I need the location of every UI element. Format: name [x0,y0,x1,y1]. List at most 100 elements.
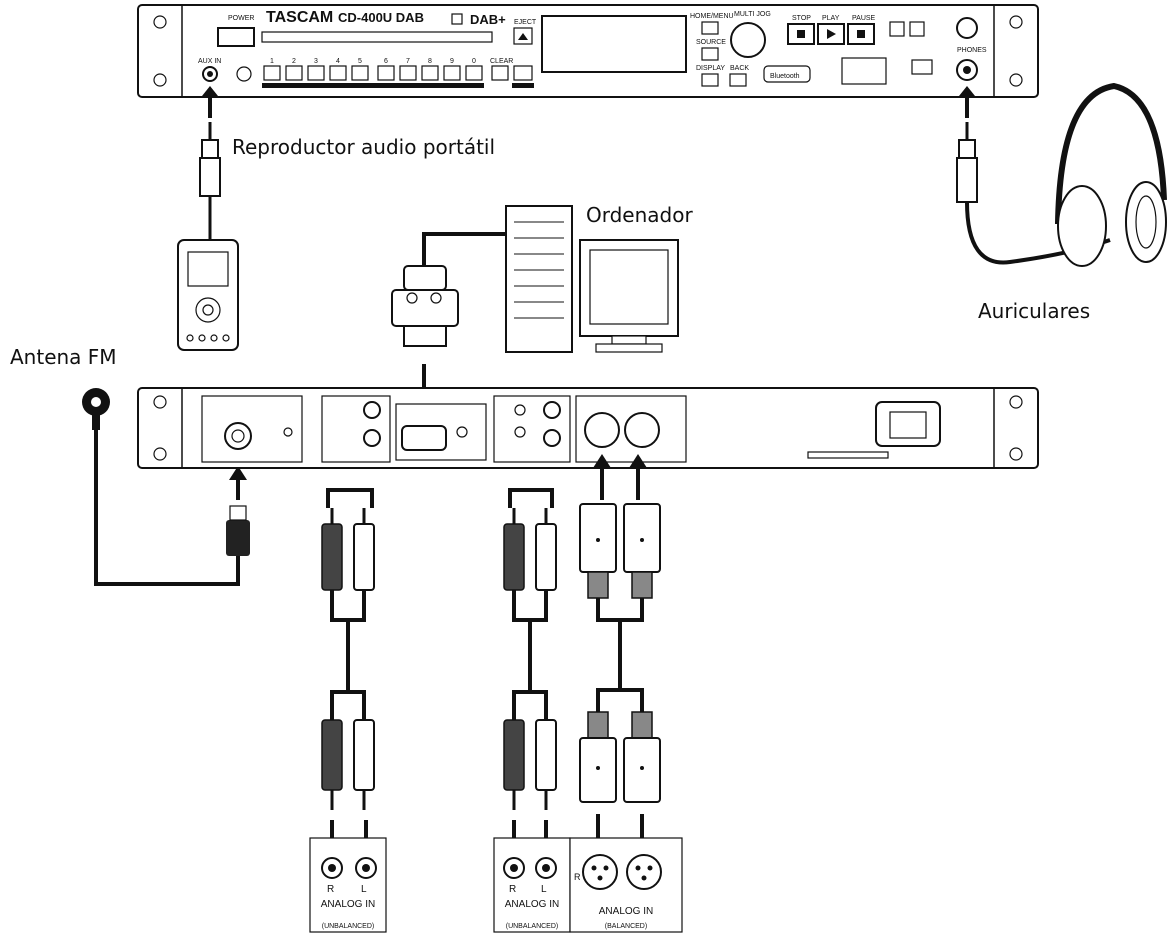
key-2[interactable] [285,65,303,81]
aux-in-label: AUX IN [198,58,221,65]
line-out-r-jack[interactable] [363,429,381,447]
computer-label: Ordenador [586,203,693,227]
panel3-xlr-l[interactable] [626,854,662,890]
line-in-r-jack[interactable] [543,429,561,447]
xlr-r-jack[interactable] [584,412,620,448]
numeric-keypad: 1 2 3 4 5 6 7 8 9 0 [262,58,484,88]
xlr-cables [579,503,661,803]
key-8[interactable] [421,65,439,81]
key-7-label: 7 [406,58,410,65]
clear-label: CLEAR [490,58,513,65]
skip-back-button[interactable] [889,21,905,37]
skip-forward-button[interactable] [909,21,925,37]
rear-panel [137,387,1039,469]
stop-label: STOP [792,15,811,22]
key-9[interactable] [443,65,461,81]
display-window [541,15,687,73]
panel3-title: ANALOG IN [599,906,653,917]
fm-antenna [82,388,250,586]
rca-cable-2 [503,488,557,810]
eject-label: EJECT [514,19,537,26]
display-button[interactable] [701,73,719,87]
dab-logo: DAB+ [470,12,506,27]
panel2-r-label: R [509,884,516,895]
panel3-xlr-r[interactable] [582,854,618,890]
standby-button[interactable] [513,65,533,81]
multi-jog-label: MULTI JOG [734,11,771,18]
key-5-label: 5 [358,58,362,65]
panel2-title: ANALOG IN [505,899,559,910]
source-label: SOURCE [696,39,726,46]
serial-connector [391,289,459,327]
usb-port[interactable] [911,59,933,75]
panel3-subtitle: (BALANCED) [605,923,647,930]
back-button[interactable] [729,73,747,87]
pause-label: PAUSE [852,15,876,22]
key-6-label: 6 [384,58,388,65]
cd-slot [261,31,493,43]
multi-jog-dial[interactable] [730,22,766,58]
key-3[interactable] [307,65,325,81]
display-label: DISPLAY [696,65,725,72]
analog-in-unbalanced-panel-1: R L ANALOG IN (UNBALANCED) [309,837,387,933]
stop-icon [797,30,805,38]
power-label: POWER [228,15,254,22]
panel1-title: ANALOG IN [321,899,375,910]
remote-sensor [236,66,252,82]
phones-volume-knob[interactable] [956,17,978,39]
xlr-l-jack[interactable] [624,412,660,448]
bluetooth-label: Bluetooth [770,73,800,80]
key-0-label: 0 [472,58,476,65]
panel1-subtitle: (UNBALANCED) [322,923,375,930]
panel2-l-label: L [541,884,547,895]
back-label: BACK [730,65,749,72]
computer [391,205,679,353]
panel3-r-label: R [574,872,581,882]
key-2-label: 2 [292,58,296,65]
rs232c-port[interactable] [401,425,447,451]
key-4[interactable] [329,65,347,81]
panel1-r-label: R [327,884,334,895]
serial-no-label [807,451,889,459]
model-label: CD-400U DAB [338,10,424,25]
key-7[interactable] [399,65,417,81]
front-panel: POWER TASCAM CD-400U DAB DAB+ EJECT AUX … [137,4,1039,98]
analog-in-unbalanced-panel-2: R L ANALOG IN (UNBALANCED) [493,837,571,933]
line-out-l-jack[interactable] [363,401,381,419]
brand-label: TASCAM [266,9,333,26]
headphones-label: Auriculares [978,299,1090,323]
home-menu-label: HOME/MENU [690,13,734,20]
play-icon [827,29,836,39]
key-6[interactable] [377,65,395,81]
panel2-subtitle: (UNBALANCED) [506,923,559,930]
rca-plug-white [353,523,375,591]
pause-icon [857,30,865,38]
phones-label: PHONES [957,47,987,54]
play-label: PLAY [822,15,840,22]
cd-logo [451,13,463,25]
line-in-l-jack[interactable] [543,401,561,419]
key-0[interactable] [465,65,483,81]
clear-button[interactable] [491,65,509,81]
headphones [956,82,1167,267]
key-8-label: 8 [428,58,432,65]
computer-tower [505,205,573,353]
key-1[interactable] [263,65,281,81]
portable-player-label: Reproductor audio portátil [232,135,495,159]
portable-player [177,122,239,351]
analog-in-balanced-panel: R ANALOG IN (BALANCED) [569,837,683,933]
panel1-l-label: L [361,884,367,895]
source-button[interactable] [701,47,719,61]
key-9-label: 9 [450,58,454,65]
key-4-label: 4 [336,58,340,65]
bluetooth-button[interactable] [763,65,811,83]
power-button[interactable] [217,27,255,47]
home-menu-button[interactable] [701,21,719,35]
eject-icon [518,33,528,40]
rca-cable-1 [321,488,375,810]
key-5[interactable] [351,65,369,81]
rca-plug-red [321,523,343,591]
fm-antenna-label: Antena FM [10,345,117,369]
sd-card-slot [841,57,887,85]
